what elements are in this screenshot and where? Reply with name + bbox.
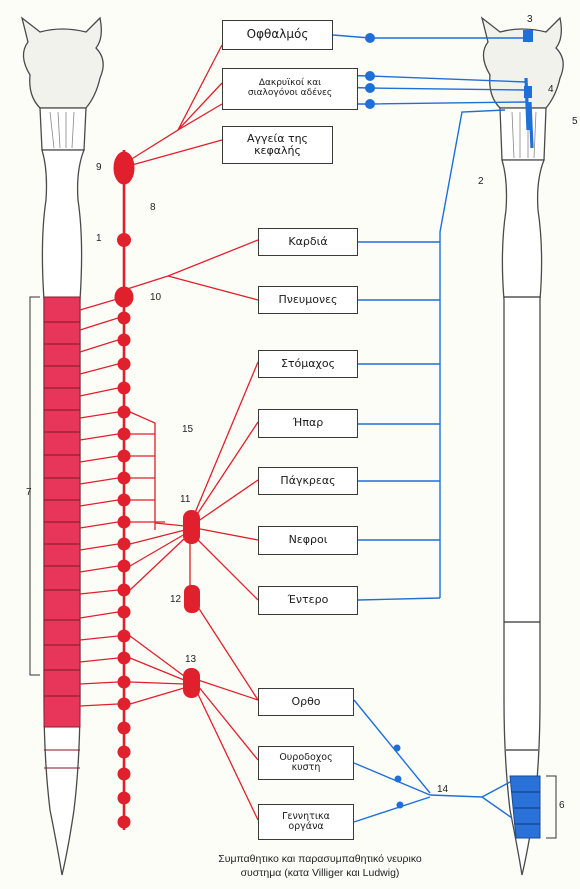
- vessels-line1: Αγγεία της: [246, 131, 308, 145]
- label-9: 9: [96, 162, 102, 173]
- right-bracket-6: [546, 775, 557, 839]
- vessels-line2: κεφαλής: [254, 144, 301, 157]
- caption-line1: Συμπαθητικο και παρασυμπαθητικό νευρικο: [218, 853, 422, 865]
- superior-cervical-ganglion: [113, 151, 135, 185]
- right-sacral-lines: [512, 791, 540, 825]
- right-nucleus-3: [523, 30, 533, 42]
- label-3: 3: [527, 14, 533, 25]
- bladder-line2: κυστη: [291, 762, 321, 773]
- left-brainstem-lines: [49, 111, 75, 149]
- organ-lungs: Πνευμονες: [258, 286, 358, 314]
- organ-stomach: Στόμαχος: [258, 350, 358, 378]
- organ-rectum: Ορθο: [258, 688, 354, 716]
- label-6: 6: [559, 800, 565, 811]
- inferior-ganglion-13: [183, 668, 200, 698]
- label-11: 11: [180, 494, 191, 505]
- right-nucleus-4: [524, 86, 532, 98]
- sympathetic-trunk: [113, 150, 135, 830]
- bladder-line1: Ουροδοχος: [279, 751, 333, 763]
- caption-line2: συστημα (κατα Villiger και Ludwig): [240, 867, 400, 880]
- label-4: 4: [548, 84, 554, 95]
- parasympathetic-ganglia: [365, 33, 404, 809]
- organ-kidneys: Νεφροι: [258, 526, 358, 555]
- label-10: 10: [150, 292, 162, 303]
- organ-eye: Οφθαλμός: [222, 20, 333, 50]
- label-5: 5: [572, 116, 578, 127]
- label-14: 14: [437, 784, 449, 795]
- parasympathetic-fibres: [332, 34, 527, 823]
- right-spine: [480, 16, 564, 876]
- spine-to-trunk-fibres: [79, 296, 125, 707]
- label-12: 12: [170, 594, 182, 605]
- glands-line1: Δακρυϊκοί και: [258, 78, 322, 89]
- organ-liver: Ήπαρ: [258, 409, 358, 438]
- label-8: 8: [150, 202, 156, 213]
- organ-heart: Καρδιά: [258, 228, 358, 256]
- organ-pancreas: Πάγκρεας: [258, 467, 358, 495]
- right-cord: [501, 159, 545, 876]
- left-segment-lines: [44, 321, 80, 769]
- label-13: 13: [185, 654, 197, 665]
- sympathetic-ganglia: [183, 510, 200, 698]
- right-segment-lines: [504, 296, 540, 751]
- label-1: 1: [96, 233, 102, 244]
- right-medulla: [499, 107, 547, 161]
- left-thoracolumbar-region: [43, 296, 81, 728]
- left-brain-outline: [20, 16, 104, 109]
- left-bracket-7: [29, 296, 40, 676]
- figure-caption: Συμπαθητικο και παρασυμπαθητικό νευρικο …: [160, 852, 480, 880]
- sympathetic-fibres: [123, 44, 259, 821]
- label-7: 7: [26, 487, 32, 498]
- label-2: 2: [478, 176, 484, 187]
- label-15: 15: [182, 424, 194, 435]
- organ-intestine: Έντερο: [258, 586, 358, 615]
- mesenteric-ganglion-12: [184, 585, 200, 613]
- genitals-line2: οργάνα: [288, 821, 324, 832]
- right-brainstem-lines: [511, 111, 537, 159]
- left-medulla: [39, 107, 87, 151]
- right-sacral-region: [509, 775, 541, 839]
- celiac-ganglion-11: [183, 510, 200, 544]
- genitals-line1: Γεννητικα: [282, 810, 330, 822]
- glands-line2: σιαλογόνοι αδένες: [247, 88, 333, 98]
